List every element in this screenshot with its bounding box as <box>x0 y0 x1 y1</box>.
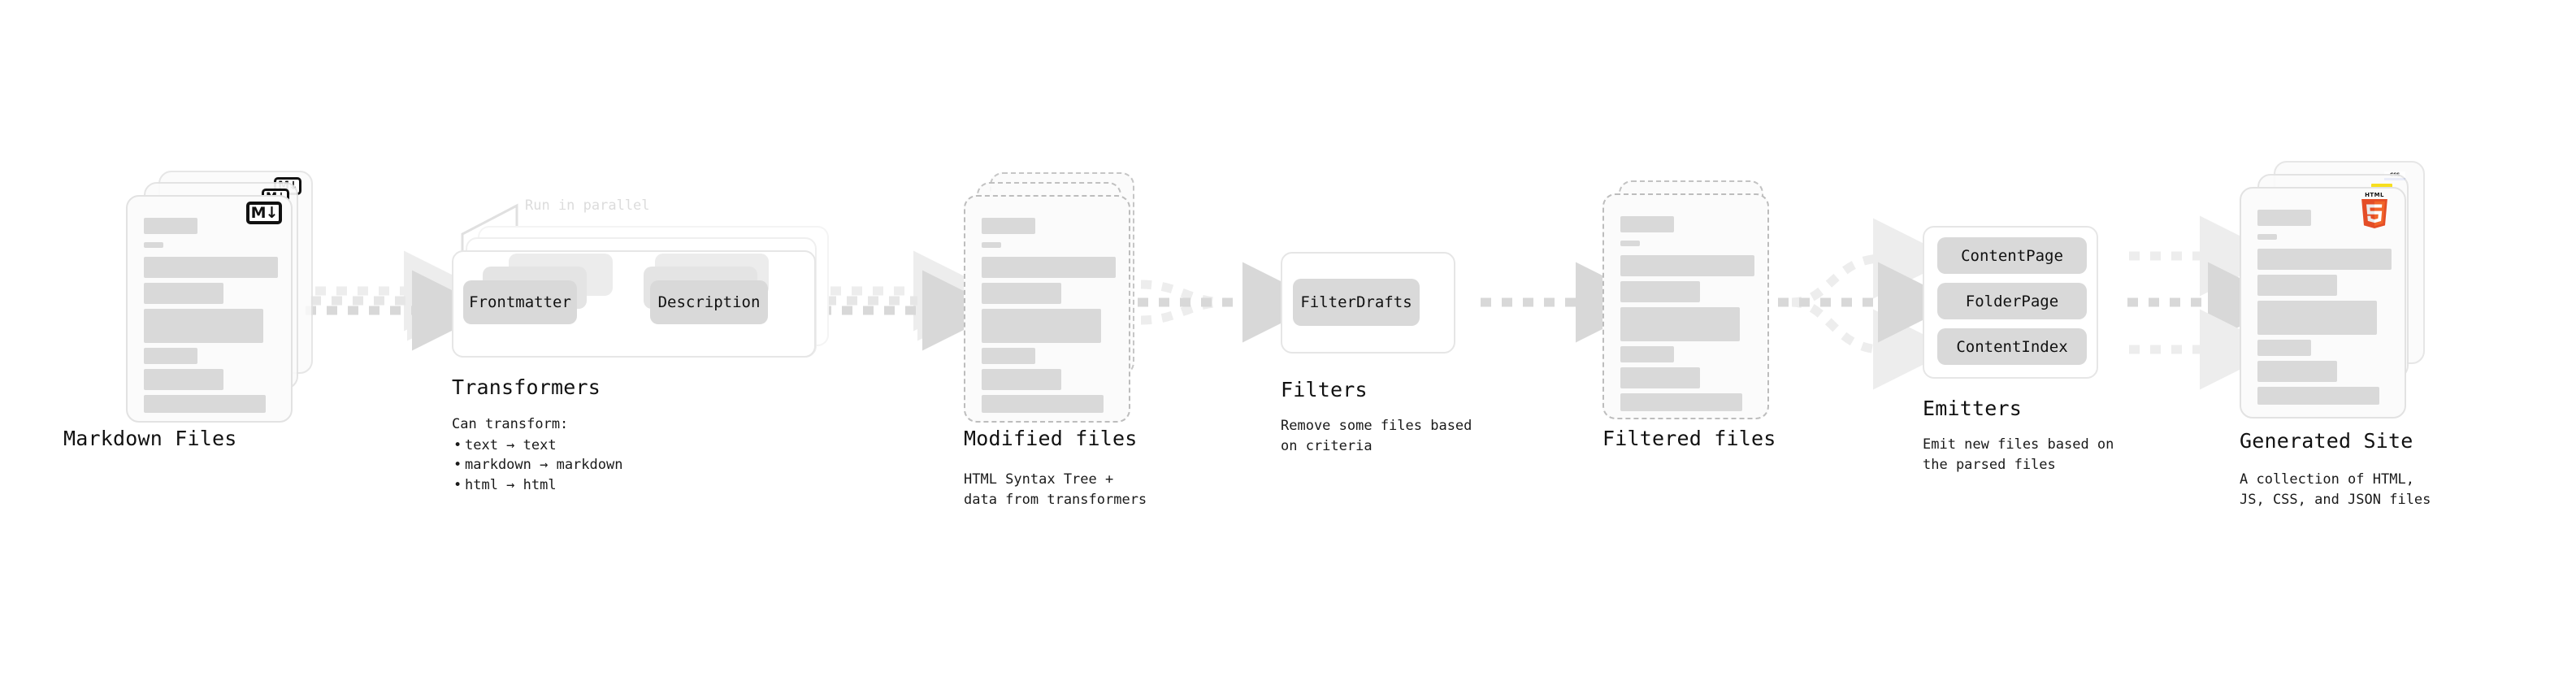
generated-site-subtitle: A collection of HTML, JS, CSS, and JSON … <box>2240 471 2431 508</box>
skeleton-row <box>144 283 223 304</box>
skeleton-row <box>1620 281 1700 302</box>
markdown-skeleton <box>126 195 293 423</box>
transformers-bullet-2: html → html <box>452 475 622 496</box>
skeleton-row <box>144 348 197 364</box>
skeleton-row <box>982 309 1101 343</box>
skeleton-row <box>1620 255 1754 276</box>
skeleton-row <box>144 242 163 248</box>
arrow-filtered-to-emitters <box>1778 218 1958 390</box>
transformers-lead: Can transform: <box>452 416 569 432</box>
filters-subtitle: Remove some files based on criteria <box>1281 418 1472 454</box>
skeleton-row <box>144 395 266 413</box>
skeleton-row <box>982 395 1104 413</box>
modified-skeleton <box>964 195 1130 423</box>
skeleton-row <box>144 369 223 390</box>
skeleton-row <box>1620 307 1740 341</box>
skeleton-row <box>144 309 263 343</box>
markdown-files-title: Markdown Files <box>63 427 237 450</box>
filtered-files-title: Filtered files <box>1602 427 1776 450</box>
skeleton-row <box>2257 234 2277 240</box>
modified-files-stack <box>964 172 1151 424</box>
emitter-chip-contentindex[interactable]: ContentIndex <box>1937 328 2087 365</box>
generated-site-title: Generated Site <box>2240 429 2413 453</box>
transformer-chip-description[interactable]: Description <box>650 280 768 324</box>
skeleton-row <box>982 369 1061 390</box>
skeleton-row <box>144 218 197 234</box>
run-in-parallel-label: Run in parallel <box>525 197 650 214</box>
markdown-files-stack: M↓ M↓ M↓ <box>126 171 313 423</box>
transformers-bullet-list: text → text markdown → markdown html → h… <box>452 436 622 496</box>
arrow-modified-to-filters <box>1138 262 1323 343</box>
arrow-markdown-to-transformers <box>306 250 492 351</box>
skeleton-row <box>2257 340 2311 356</box>
skeleton-row <box>2257 301 2377 335</box>
skeleton-row <box>982 348 1035 364</box>
skeleton-row <box>144 257 278 278</box>
modified-files-subtitle: HTML Syntax Tree + data from transformer… <box>964 471 1147 508</box>
transformers-bullet-1: markdown → markdown <box>452 455 622 475</box>
skeleton-row <box>982 242 1001 248</box>
generated-site-stack: CSS HTML <box>2240 161 2451 421</box>
skeleton-row <box>982 257 1116 278</box>
html5-icon: HTML <box>2360 192 2389 228</box>
skeleton-row <box>2257 387 2379 405</box>
transformers-bullet-0: text → text <box>452 436 622 456</box>
emitters-title: Emitters <box>1923 397 2023 420</box>
skeleton-row <box>1620 393 1742 411</box>
filter-chip-filterdrafts[interactable]: FilterDrafts <box>1293 279 1420 326</box>
site-skeleton <box>2240 187 2406 419</box>
arrow-emitters-to-site <box>2127 215 2288 390</box>
modified-files-title: Modified files <box>964 427 1138 450</box>
skeleton-row <box>1620 216 1674 232</box>
transformers-bullets: Can transform: text → text markdown → ma… <box>452 414 622 496</box>
markdown-icon: M↓ <box>246 202 282 224</box>
filters-title: Filters <box>1281 378 1368 401</box>
skeleton-row <box>1620 346 1674 362</box>
skeleton-row <box>1620 241 1640 246</box>
skeleton-row <box>1620 367 1700 388</box>
transformers-title: Transformers <box>452 375 601 399</box>
filtered-files-stack <box>1602 180 1789 424</box>
skeleton-row <box>982 218 1035 234</box>
skeleton-row <box>2257 275 2337 296</box>
filtered-skeleton <box>1602 193 1769 419</box>
emitter-chip-contentpage[interactable]: ContentPage <box>1937 237 2087 274</box>
emitters-subtitle: Emit new files based on the parsed files <box>1923 436 2114 473</box>
arrow-transformers-to-modified <box>821 250 1003 351</box>
transformer-chip-frontmatter[interactable]: Frontmatter <box>463 280 577 324</box>
skeleton-row <box>982 283 1061 304</box>
skeleton-row <box>2257 361 2337 382</box>
skeleton-row <box>2257 249 2392 270</box>
emitter-chip-folderpage[interactable]: FolderPage <box>1937 283 2087 319</box>
skeleton-row <box>2257 210 2311 226</box>
